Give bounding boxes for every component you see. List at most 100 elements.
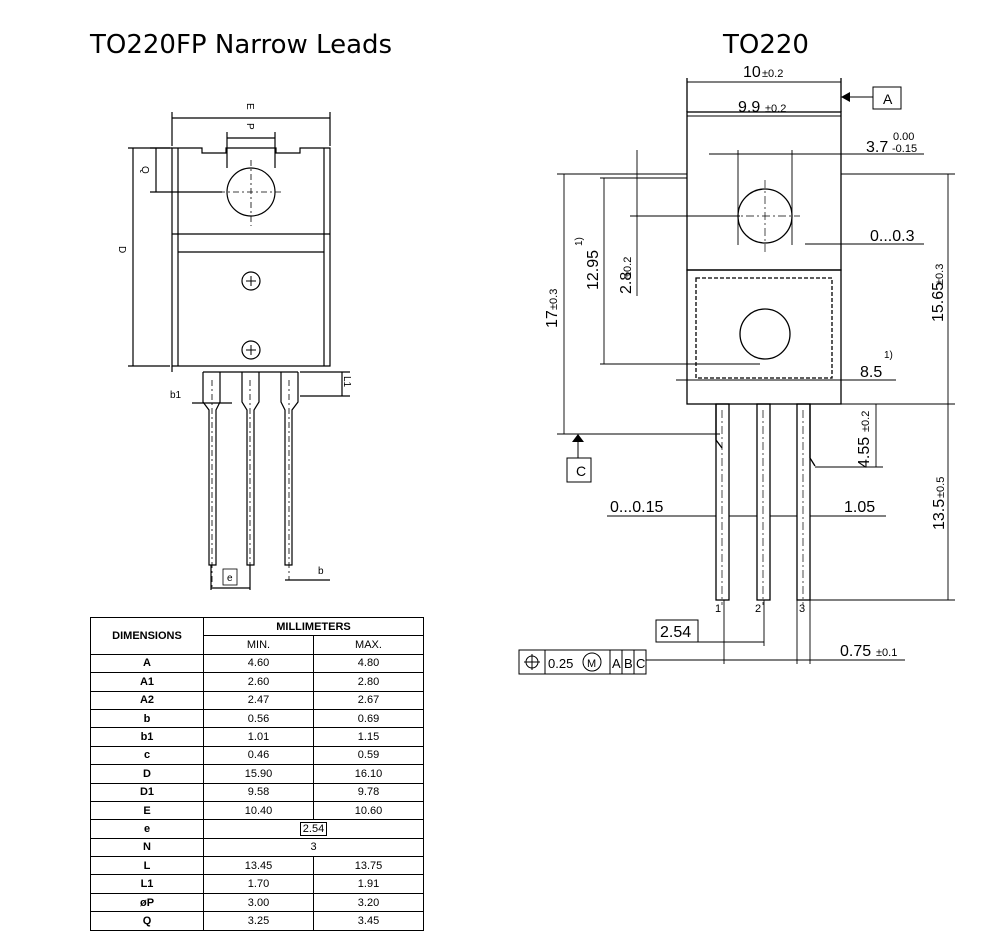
dimension-min: 0.46 <box>203 745 314 766</box>
svg-text:0.00: 0.00 <box>893 131 914 143</box>
dimension-max: 16.10 <box>313 764 424 784</box>
dimension-max: 9.78 <box>313 782 424 802</box>
label-width-outer: 10 <box>743 64 761 81</box>
dimension-name: D1 <box>90 782 204 802</box>
header-max: MAX. <box>313 635 424 655</box>
label-P: P <box>244 123 255 130</box>
lead-1 <box>715 403 730 601</box>
label-hole-offset: 3.7 <box>866 139 888 156</box>
svg-text:±0.3: ±0.3 <box>548 289 560 310</box>
dimension-min: 1.01 <box>203 727 314 747</box>
dimension-min: 9.58 <box>203 782 314 802</box>
dimension-min: 10.40 <box>203 800 314 821</box>
lead-2 <box>756 403 771 601</box>
label-D: D <box>116 246 127 253</box>
header-dimensions: DIMENSIONS <box>90 617 204 655</box>
dimension-value: 2.54 <box>299 821 328 836</box>
label-lead-thickness: 0.75 <box>840 643 871 660</box>
dimension-name: E <box>90 800 204 821</box>
dimension-max: 3.45 <box>313 911 424 931</box>
header-millimeters: MILLIMETERS <box>203 616 424 637</box>
dimension-name: e <box>90 819 204 839</box>
title-to220fp: TO220FP Narrow Leads <box>90 30 393 60</box>
label-4-55: 4.55 <box>856 437 873 468</box>
dimension-max: 2.80 <box>313 672 424 692</box>
svg-text:-0.15: -0.15 <box>892 143 917 155</box>
dimension-max: 10.60 <box>313 800 424 821</box>
pin-3: 3 <box>799 603 805 615</box>
fp-lead-2 <box>241 372 260 566</box>
dimension-name: c <box>90 745 204 766</box>
dimension-name: A <box>90 653 204 674</box>
label-L1: L1 <box>341 376 352 388</box>
dimension-min: 2.60 <box>203 672 314 692</box>
dimension-min: 3.25 <box>203 911 314 931</box>
dimension-name: A2 <box>90 690 204 710</box>
label-b1: b1 <box>170 390 182 401</box>
label-b: b <box>318 566 324 577</box>
datum-A: A <box>883 91 893 107</box>
svg-text:C: C <box>636 656 645 671</box>
dimension-min: 1.70 <box>203 874 314 894</box>
label-width-inner: 9.9 <box>738 99 760 116</box>
table-row: e 2.54 <box>90 819 424 839</box>
svg-text:1): 1) <box>884 350 893 361</box>
dimension-name: b1 <box>90 727 204 747</box>
label-Q: Q <box>139 166 150 174</box>
dimension-name: b <box>90 708 204 729</box>
header-min: MIN. <box>203 635 314 655</box>
label-e: e <box>227 573 233 584</box>
svg-text:±0.2: ±0.2 <box>622 257 634 278</box>
fp-mounting-hole <box>226 167 276 217</box>
body-outline <box>686 269 842 405</box>
label-13-5: 13.5 <box>931 499 948 530</box>
fp-body-outline <box>171 147 331 367</box>
tab-outline <box>686 111 842 271</box>
dimension-name: L <box>90 856 204 876</box>
label-12-95: 12.95 <box>585 250 602 290</box>
pin-1: 1 <box>715 603 721 615</box>
svg-text:±0.2: ±0.2 <box>765 103 786 115</box>
dimension-name: L1 <box>90 874 204 894</box>
label-17: 17 <box>544 310 561 328</box>
lead-3 <box>796 403 811 601</box>
svg-text:±0.5: ±0.5 <box>935 477 947 498</box>
svg-text:±0.2: ±0.2 <box>860 411 872 432</box>
svg-text:1): 1) <box>574 237 585 246</box>
label-15-65: 15.65 <box>930 282 947 322</box>
fcf-value: 0.25 <box>548 656 573 671</box>
dimension-min: 13.45 <box>203 856 314 876</box>
dimension-name: øP <box>90 892 204 913</box>
dimension-max: 1.15 <box>313 727 424 747</box>
pin-2: 2 <box>755 603 761 615</box>
dimension-max: 3.20 <box>313 892 424 913</box>
title-to220: TO220 <box>723 30 809 60</box>
dimension-value: 3 <box>310 841 317 854</box>
fp-mark-upper <box>241 271 261 291</box>
dimension-min: 3.00 <box>203 892 314 913</box>
fp-mark-lower <box>241 340 261 360</box>
label-E: E <box>244 103 255 110</box>
label-8-5: 8.5 <box>860 364 882 381</box>
dimension-name: A1 <box>90 672 204 692</box>
svg-text:±0.2: ±0.2 <box>762 68 783 80</box>
fp-lead-1 <box>202 372 221 566</box>
dimension-name: Q <box>90 911 204 931</box>
label-lead-gap: 0...0.15 <box>610 499 663 516</box>
dimension-name: D <box>90 764 204 784</box>
datum-C: C <box>576 463 586 479</box>
